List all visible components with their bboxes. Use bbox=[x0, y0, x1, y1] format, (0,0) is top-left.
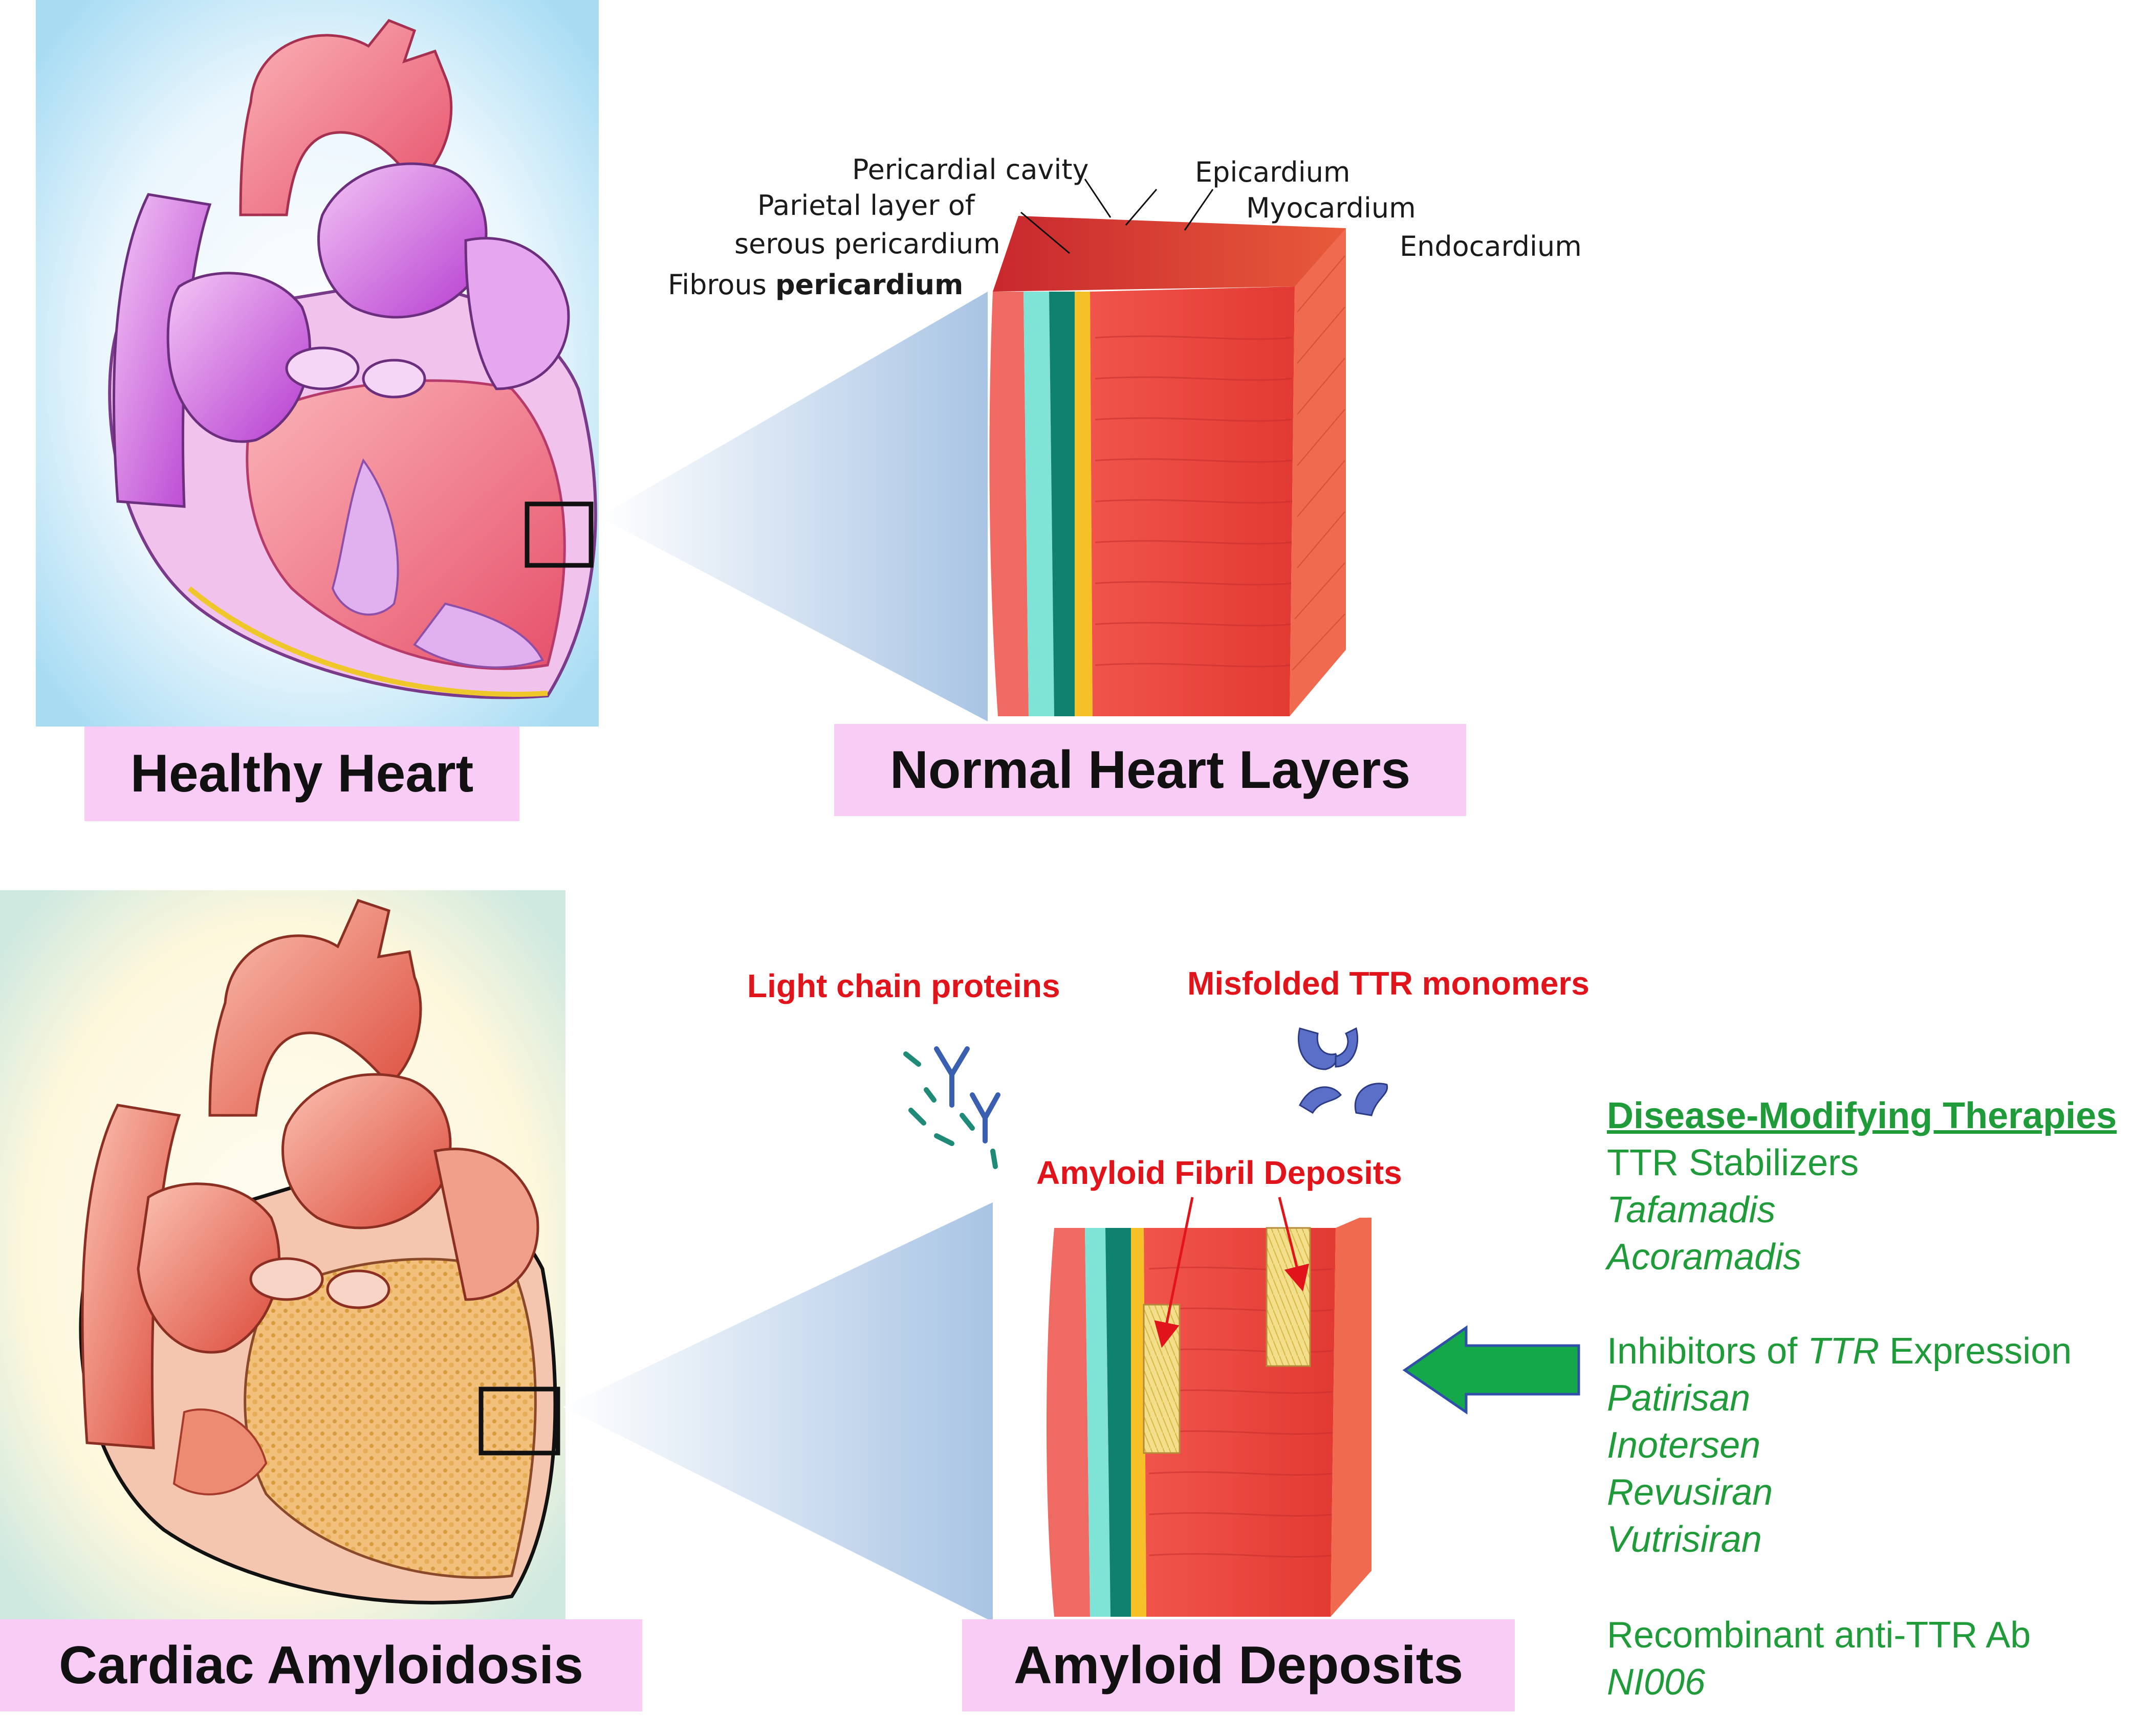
label-misfolded-ttr-monomers: Misfolded TTR monomers bbox=[1187, 965, 1589, 1002]
label-pericardial-cavity: Pericardial cavity bbox=[852, 153, 1089, 186]
zoom-cone-top bbox=[599, 292, 988, 721]
therapy-inhibitors-title: Inhibitors of TTR Expression bbox=[1607, 1330, 2072, 1372]
amyloid-deposits-illustration bbox=[1034, 1213, 1382, 1627]
label-light-chain-proteins: Light chain proteins bbox=[747, 967, 1060, 1004]
layer-leader-lines bbox=[1020, 179, 1214, 254]
label-epicardium: Epicardium bbox=[1195, 156, 1351, 188]
caption-cardiac-amyloidosis: Cardiac Amyloidosis bbox=[0, 1619, 642, 1711]
inhibitors-prefix: Inhibitors of bbox=[1607, 1331, 1808, 1372]
therapy-arrow-icon bbox=[1402, 1325, 1580, 1415]
label-endocardium: Endocardium bbox=[1400, 230, 1582, 262]
therapy-item: Patirisan bbox=[1607, 1378, 1751, 1419]
label-myocardium: Myocardium bbox=[1246, 192, 1416, 224]
zoom-cone-bottom bbox=[563, 1202, 993, 1622]
therapy-item: Inotersen bbox=[1607, 1425, 1761, 1466]
label-fibrous-bold: pericardium bbox=[775, 269, 964, 301]
misfolded-ttr-monomer-icon bbox=[1297, 1027, 1388, 1116]
therapy-item: NI006 bbox=[1607, 1662, 1706, 1703]
healthy-heart-illustration bbox=[36, 0, 599, 727]
label-parietal-line2: serous pericardium bbox=[734, 228, 1000, 260]
therapies-heading: Disease-Modifying Therapies bbox=[1607, 1095, 2117, 1136]
label-amyloid-fibril-deposits: Amyloid Fibril Deposits bbox=[1036, 1154, 1402, 1191]
label-parietal-line1: Parietal layer of bbox=[757, 189, 975, 222]
light-chain-protein-icon bbox=[903, 1046, 1000, 1169]
therapy-item: Acoramadis bbox=[1607, 1237, 1802, 1278]
therapy-item: Tafamadis bbox=[1607, 1190, 1776, 1230]
label-fibrous-prefix: Fibrous bbox=[668, 269, 775, 301]
therapy-item: Vutrisiran bbox=[1607, 1519, 1762, 1560]
label-fibrous-pericardium: Fibrous pericardium bbox=[668, 269, 963, 301]
inhibitors-italic: TTR bbox=[1807, 1331, 1880, 1372]
amyloidosis-heart-illustration bbox=[0, 890, 565, 1622]
caption-healthy-heart: Healthy Heart bbox=[84, 727, 519, 821]
caption-normal-heart-layers: Normal Heart Layers bbox=[834, 724, 1466, 816]
therapy-stabilizers-title: TTR Stabilizers bbox=[1607, 1142, 1859, 1183]
therapy-item: Revusiran bbox=[1607, 1472, 1773, 1513]
inhibitors-suffix: Expression bbox=[1879, 1331, 2072, 1372]
caption-amyloid-deposits: Amyloid Deposits bbox=[962, 1619, 1515, 1711]
therapy-antibody-title: Recombinant anti-TTR Ab bbox=[1607, 1615, 2031, 1656]
deposit-arrows bbox=[1154, 1197, 1310, 1348]
normal-heart-layers-illustration bbox=[977, 210, 1377, 721]
